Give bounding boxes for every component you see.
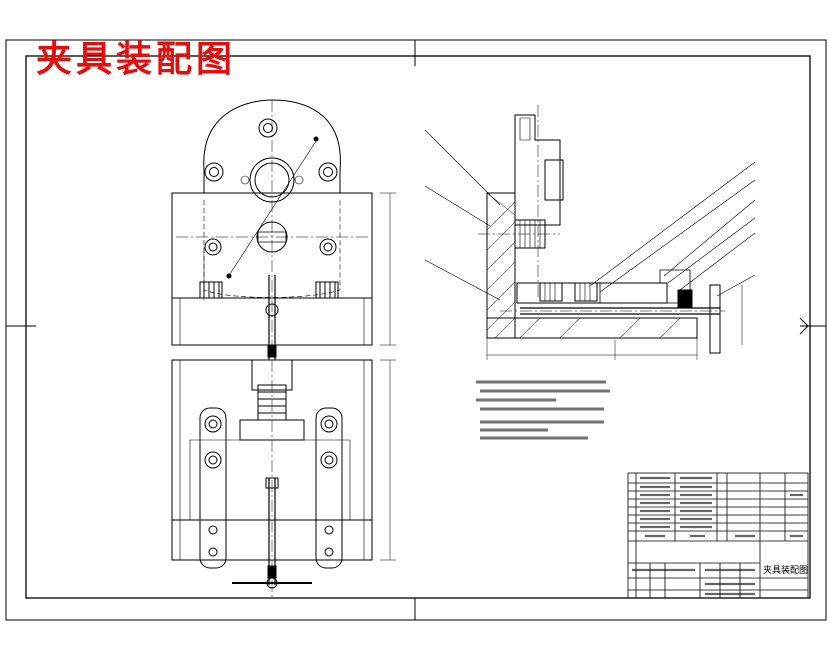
drawing-title: 夹具装配图	[36, 38, 237, 80]
title-block-drawing-name: 夹具装配图	[763, 566, 809, 576]
side-view	[424, 105, 756, 360]
title-block	[627, 472, 809, 599]
sheet-inner-border	[25, 55, 811, 599]
technical-notes	[476, 380, 610, 440]
front-view	[171, 99, 396, 598]
sheet-outer-frame	[5, 39, 827, 621]
